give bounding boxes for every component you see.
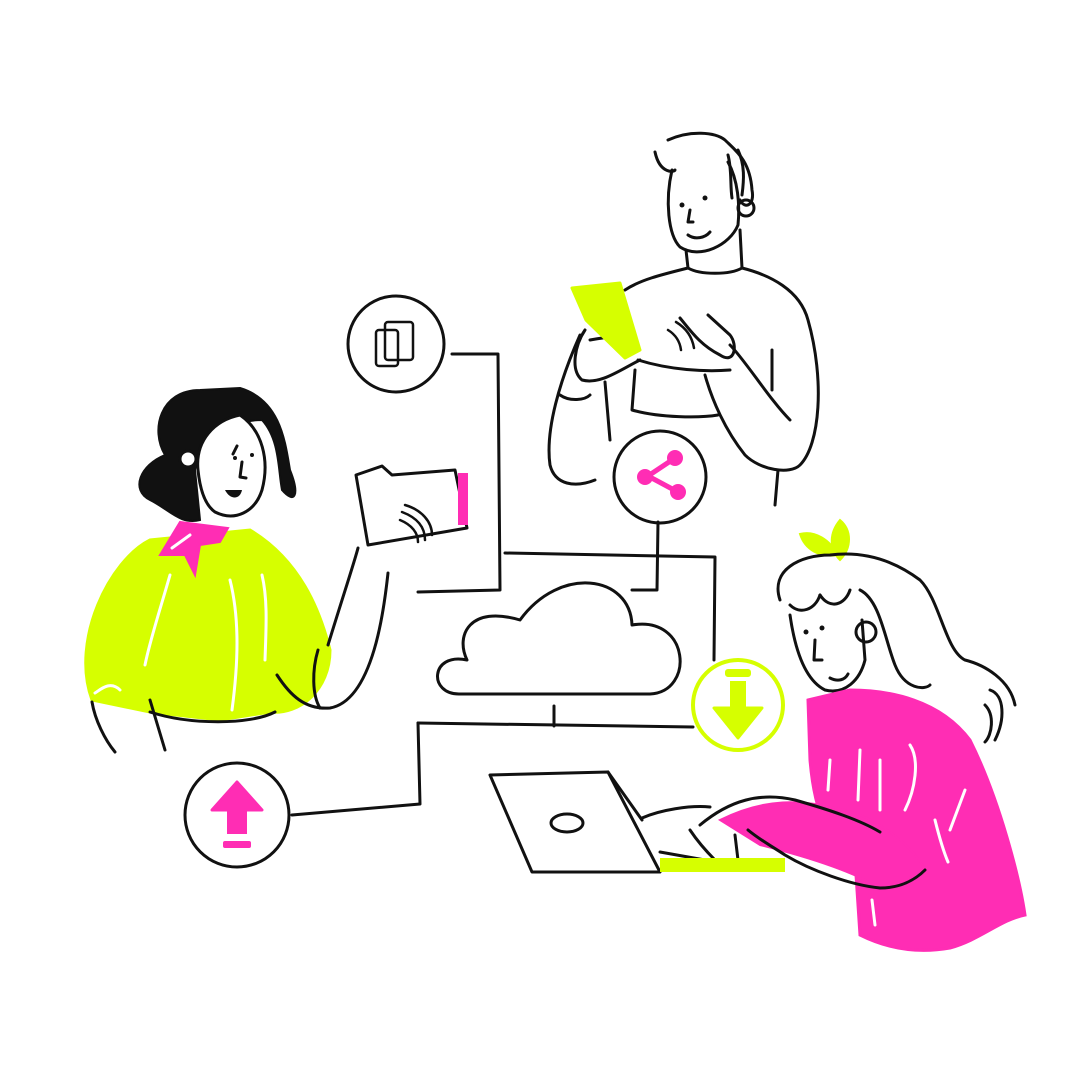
network-connectors bbox=[290, 352, 717, 817]
cloud-icon bbox=[436, 581, 682, 696]
devices-icon bbox=[346, 294, 446, 394]
man-top-figure bbox=[547, 131, 820, 507]
upload-icon bbox=[183, 761, 291, 869]
download-icon bbox=[691, 658, 785, 752]
woman-right-figure bbox=[488, 518, 1027, 952]
share-icon bbox=[612, 429, 708, 525]
woman-left-figure bbox=[84, 386, 469, 754]
